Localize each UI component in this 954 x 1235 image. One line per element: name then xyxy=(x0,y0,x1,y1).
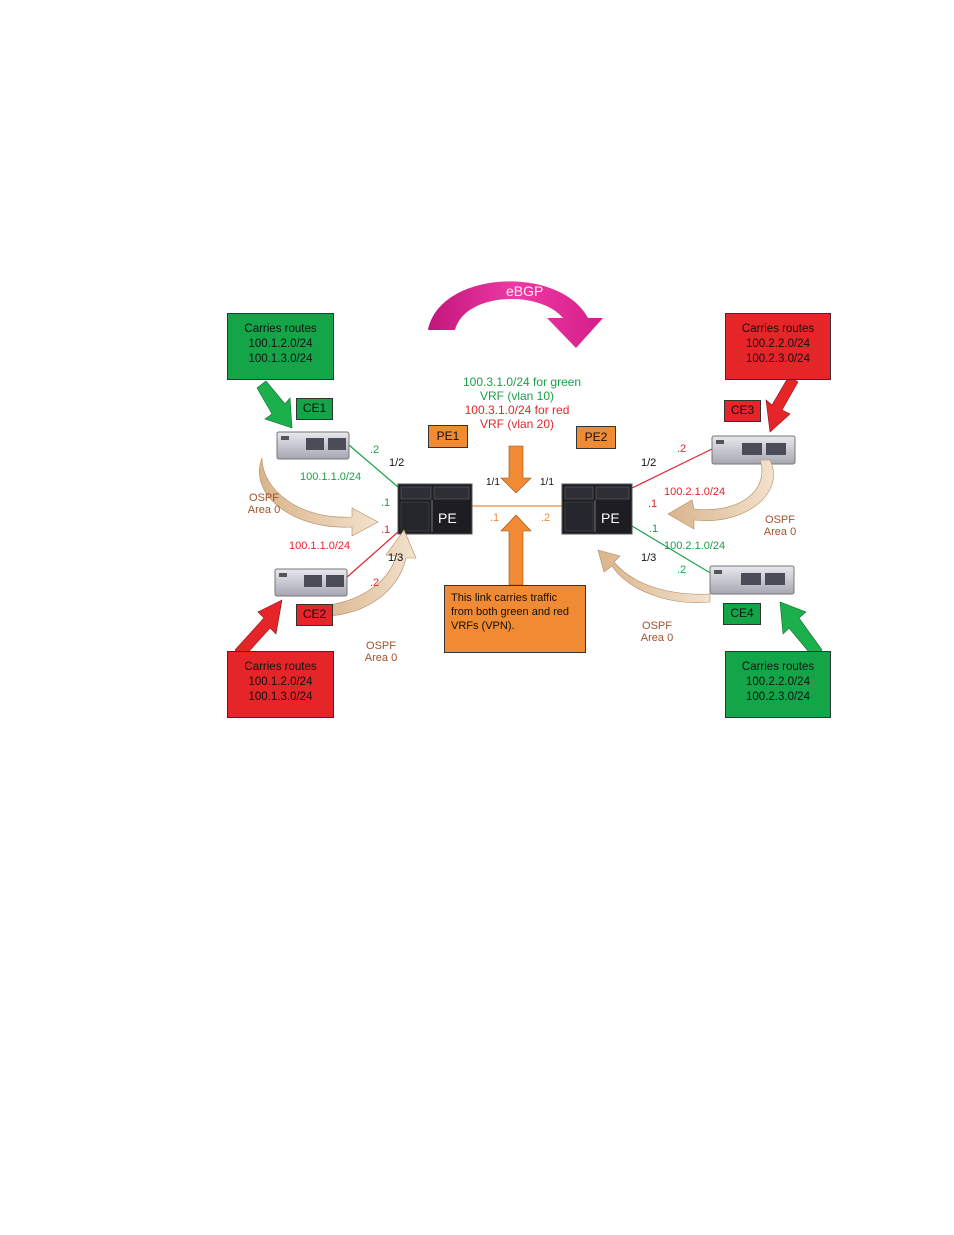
box-line: Carries routes xyxy=(244,661,317,673)
ebgp-label: eBGP xyxy=(506,283,544,299)
area-text: Area 0 xyxy=(640,632,674,644)
box-line: 100.2.3.0/24 xyxy=(746,691,810,703)
ebgp-arrow xyxy=(428,281,603,348)
subnet-pe2-ce3: 100.2.1.0/24 xyxy=(664,486,726,498)
host-ce1: .2 xyxy=(370,444,380,456)
host-pe2-green: .1 xyxy=(649,523,659,535)
port-pe2-1-2: 1/2 xyxy=(641,457,657,469)
subnet-ce1-pe1: 100.1.1.0/24 xyxy=(300,471,362,483)
pe1-router xyxy=(397,483,473,535)
host-pe1-core: .1 xyxy=(490,512,500,524)
host-pe1-red: .1 xyxy=(381,524,391,536)
box-line: 100.1.2.0/24 xyxy=(248,338,313,350)
ce2-tag: CE2 xyxy=(296,604,333,626)
host-pe2-core: .2 xyxy=(541,512,551,524)
routes-box-top-right: Carries routes 100.2.2.0/24 100.2.3.0/24 xyxy=(725,313,831,380)
box-line: 100.1.3.0/24 xyxy=(248,353,313,365)
box-line: Carries routes xyxy=(741,661,815,673)
link-pe2-ce3 xyxy=(631,448,713,489)
ce2-switch xyxy=(274,568,348,597)
ce1-tag: CE1 xyxy=(296,398,333,420)
pe1-tag: PE1 xyxy=(428,425,468,448)
ce1-switch xyxy=(276,431,350,460)
box-line: 100.2.2.0/24 xyxy=(746,676,810,688)
ospf-text: OSPF xyxy=(366,640,396,652)
arrow-tl-ce1 xyxy=(256,380,293,429)
port-pe2-1-3: 1/3 xyxy=(641,552,657,564)
ce3-tag: CE3 xyxy=(724,400,761,422)
ospf-arrow-right-top xyxy=(667,459,774,530)
box-line: 100.2.2.0/24 xyxy=(746,338,810,350)
vpn-link-note: This link carries traffic from both gree… xyxy=(444,585,586,653)
link-ce2-pe1 xyxy=(345,531,399,579)
orange-arrow-up xyxy=(500,514,532,586)
area-text: Area 0 xyxy=(763,526,797,538)
box-line: Carries routes xyxy=(741,323,815,335)
box-line: 100.1.3.0/24 xyxy=(248,691,313,703)
routes-box-bottom-right: Carries routes 100.2.2.0/24 100.2.3.0/24 xyxy=(725,651,831,718)
ospf-label-right-bottom: OSPF Area 0 xyxy=(637,620,677,644)
ospf-label-right-top: OSPF Area 0 xyxy=(760,514,800,538)
note-line: from both green and red xyxy=(451,606,570,618)
vrf-green-line1: 100.3.1.0/24 for green xyxy=(463,375,582,389)
host-ce3: .2 xyxy=(677,443,687,455)
pe2-router xyxy=(561,483,633,535)
port-pe1-1-2: 1/2 xyxy=(389,457,405,469)
arrow-br-ce4 xyxy=(779,601,823,658)
ce4-switch xyxy=(709,565,795,595)
note-line: This link carries traffic xyxy=(451,592,558,604)
area-text: Area 0 xyxy=(247,504,281,516)
pe2-chassis-label: PE xyxy=(601,510,620,526)
vrf-red-line2: VRF (vlan 20) xyxy=(479,417,555,431)
link-ce1-pe1 xyxy=(348,444,399,488)
link-pe2-ce4 xyxy=(631,525,713,575)
ospf-arrow-left-top xyxy=(259,457,379,537)
subnet-pe2-ce4: 100.2.1.0/24 xyxy=(664,540,726,552)
host-pe2-red: .1 xyxy=(648,498,658,510)
host-pe1-green: .1 xyxy=(381,497,391,509)
ospf-text: OSPF xyxy=(765,514,795,526)
ospf-label-left-top: OSPF Area 0 xyxy=(245,492,283,516)
pe1-chassis-label: PE xyxy=(438,510,457,526)
ospf-arrow-left-bottom xyxy=(317,529,417,617)
port-pe2-1-1: 1/1 xyxy=(540,477,554,488)
routes-box-top-left: Carries routes 100.1.2.0/24 100.1.3.0/24 xyxy=(227,313,334,380)
box-line: 100.1.2.0/24 xyxy=(248,676,313,688)
area-text: Area 0 xyxy=(364,652,398,664)
box-line: 100.2.3.0/24 xyxy=(746,353,810,365)
ce4-tag: CE4 xyxy=(723,603,761,625)
port-pe1-1-3: 1/3 xyxy=(388,552,404,564)
ospf-text: OSPF xyxy=(642,620,672,632)
port-pe1-1-1: 1/1 xyxy=(486,477,500,488)
orange-arrow-down xyxy=(500,445,532,494)
host-ce4: .2 xyxy=(677,564,687,576)
arrow-bl-ce2 xyxy=(234,599,283,658)
pe2-tag: PE2 xyxy=(576,426,616,449)
box-line: Carries routes xyxy=(244,323,317,335)
subnet-ce2-pe1: 100.1.1.0/24 xyxy=(289,540,351,552)
routes-box-bottom-left: Carries routes 100.1.2.0/24 100.1.3.0/24 xyxy=(227,651,334,718)
arrow-tr-ce3 xyxy=(765,375,799,433)
vrf-green-line2: VRF (vlan 10) xyxy=(479,389,555,403)
ospf-label-left-bottom: OSPF Area 0 xyxy=(361,640,401,664)
ospf-text: OSPF xyxy=(249,492,279,504)
ce3-switch xyxy=(711,435,796,465)
note-line: VRFs (VPN). xyxy=(451,620,515,632)
vrf-red-line1: 100.3.1.0/24 for red xyxy=(464,403,570,417)
host-ce2: .2 xyxy=(370,577,380,589)
ospf-arrow-right-bottom xyxy=(597,549,711,603)
